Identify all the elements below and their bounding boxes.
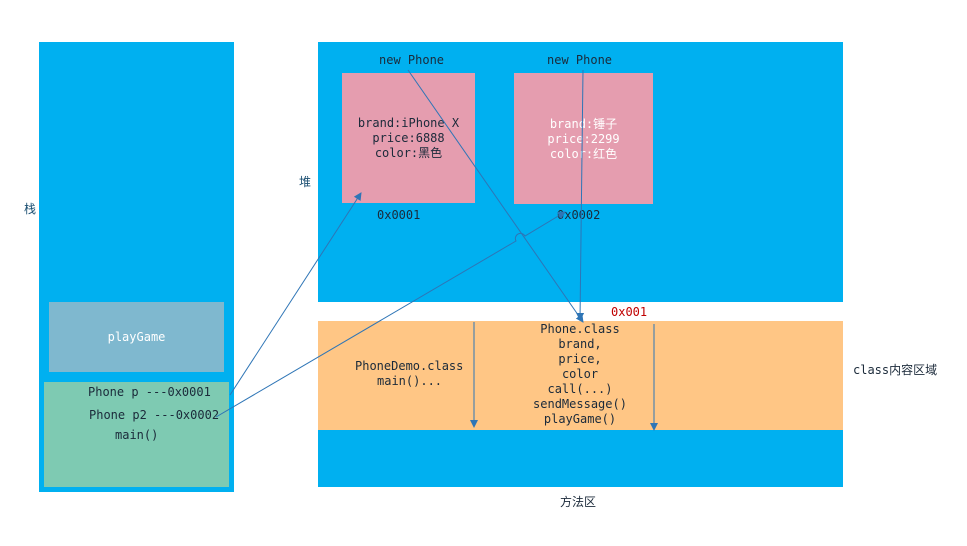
heap-object-1: brand:iPhone X price:6888 color:黑色 <box>342 73 475 203</box>
phone-class-price: price, <box>558 352 602 366</box>
playgame-label: playGame <box>107 330 166 344</box>
phone-class-call: call(...) <box>547 382 613 396</box>
main-frame-line1: Phone p ---0x0001 <box>88 385 211 399</box>
heap-object-2-price: price:2299 <box>547 132 620 146</box>
heap-label: 堆 <box>299 175 312 189</box>
heap-object-2-address: 0x0002 <box>557 208 601 222</box>
heap-object-1-address: 0x0001 <box>377 208 421 222</box>
heap-object-1-price: price:6888 <box>372 130 445 145</box>
stack-label: 栈 <box>24 202 37 216</box>
phone-class-color: color <box>561 367 599 381</box>
phone-class-brand: brand, <box>558 337 602 351</box>
heap-object-1-color: color:黑色 <box>374 145 443 160</box>
phonedemo-class-name: PhoneDemo.class <box>355 359 464 373</box>
phonedemo-main: main()... <box>377 374 443 388</box>
playgame-frame: playGame <box>49 302 224 372</box>
heap-object-2-color: color:红色 <box>549 147 618 161</box>
heap-object-2-new-label: new Phone <box>547 53 613 67</box>
main-frame-line2: Phone p2 ---0x0002 <box>89 408 220 422</box>
main-frame: Phone p ---0x0001 Phone p2 ---0x0002 mai… <box>44 382 229 487</box>
method-area-address: 0x001 <box>611 305 648 319</box>
heap-object-1-brand: brand:iPhone X <box>357 115 460 130</box>
heap-object-1-new-label: new Phone <box>379 53 445 67</box>
main-frame-line3: main() <box>115 428 159 442</box>
phone-class-block: Phone.class brand, price, color call(...… <box>510 322 650 427</box>
phone-class-playgame: playGame() <box>543 412 617 426</box>
phonedemo-class-block: PhoneDemo.class main()... <box>355 359 463 389</box>
heap-object-2-brand: brand:锤子 <box>549 117 618 131</box>
class-content-area-label: class内容区域 <box>853 363 938 377</box>
method-area-label: 方法区 <box>560 495 597 509</box>
heap-object-2: brand:锤子 price:2299 color:红色 <box>514 73 653 204</box>
phone-class-name: Phone.class <box>540 322 620 336</box>
phone-class-sendmessage: sendMessage() <box>533 397 627 411</box>
